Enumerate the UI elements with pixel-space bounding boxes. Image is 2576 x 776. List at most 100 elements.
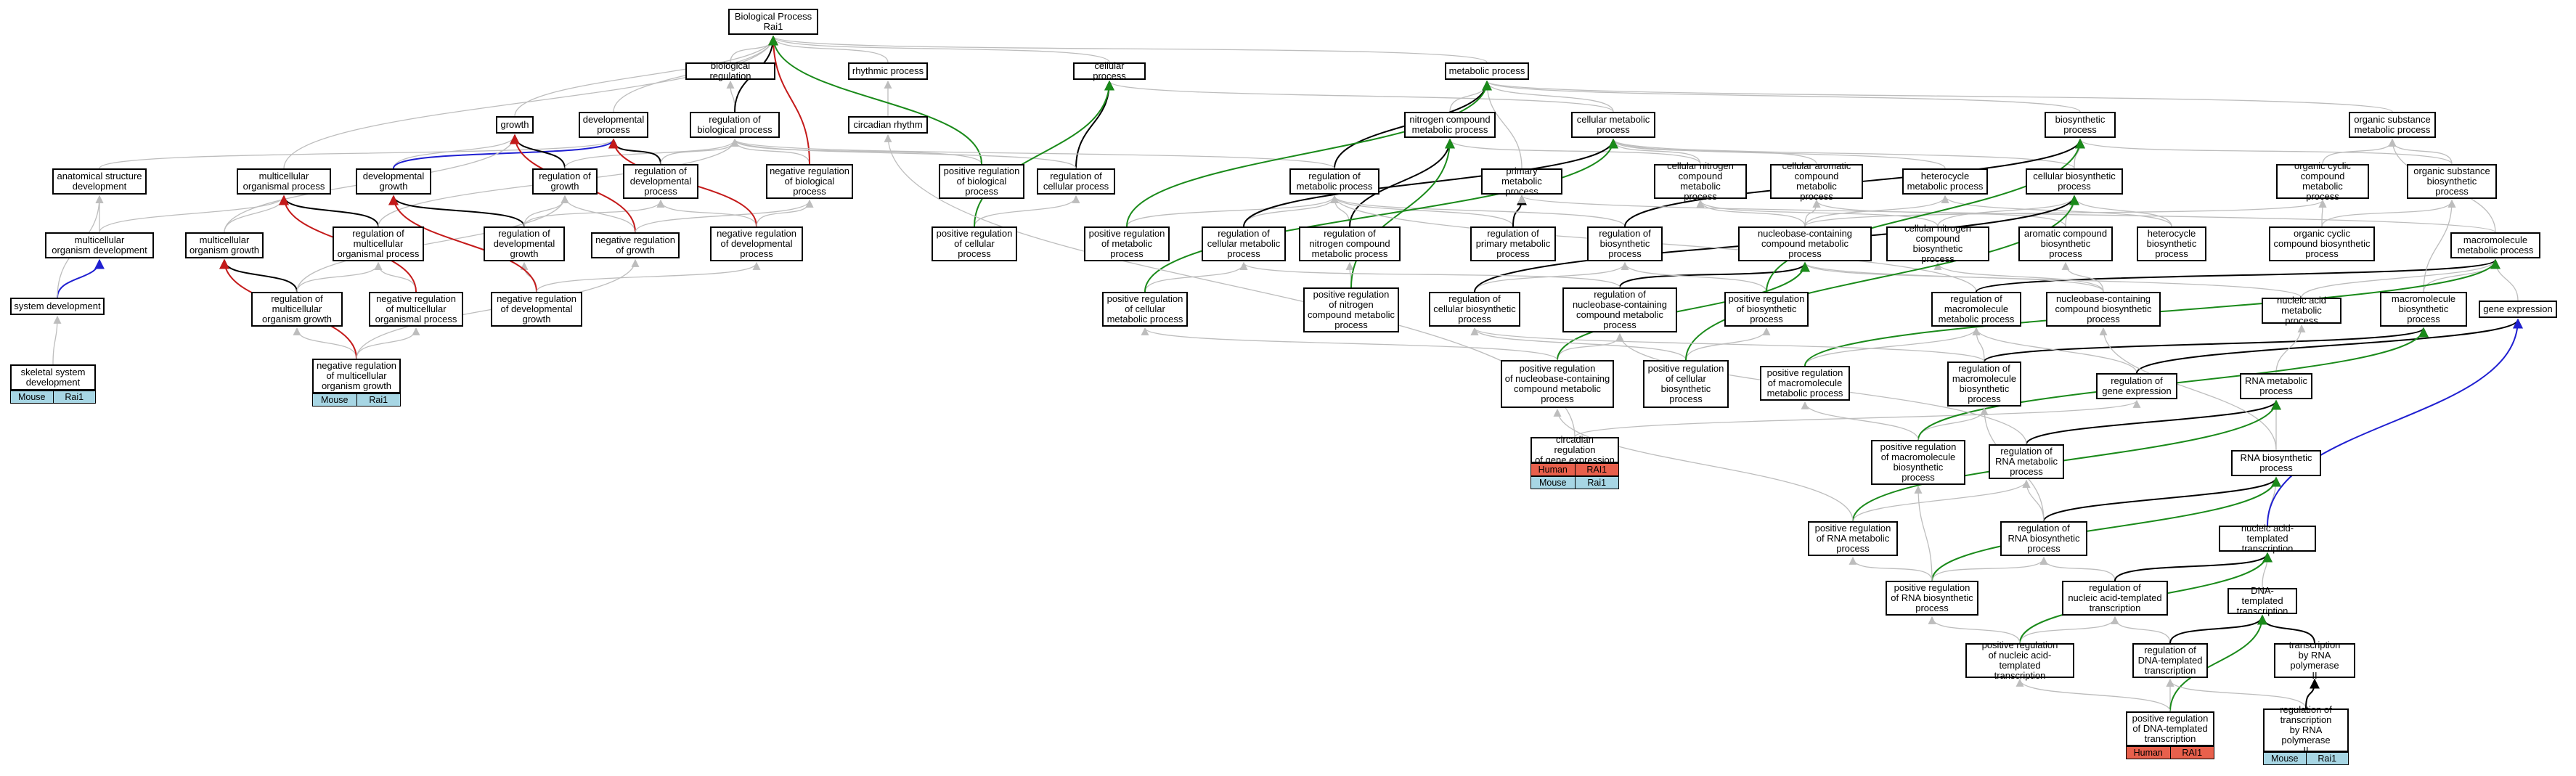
go-term-posregbiosyn[interactable]: positive regulation of biosynthetic proc… [1724, 292, 1809, 327]
go-term-rnametab[interactable]: RNA metabolic process [2240, 373, 2312, 399]
go-term-macrobio[interactable]: macromolecule biosynthetic process [2380, 292, 2467, 327]
go-term-macromp[interactable]: macromolecule metabolic process [2450, 232, 2540, 258]
go-term-multigrowth[interactable]: multicellular organism growth [185, 232, 264, 258]
go-term-dnatx[interactable]: DNA-templated transcription [2227, 586, 2297, 616]
go-term-nucbcmp[interactable]: nucleobase-containing compound metabolic… [1738, 226, 1872, 261]
go-term-posregcp[interactable]: positive regulation of cellular process [932, 226, 1017, 261]
go-term-nucacid[interactable]: nucleic acid metabolic process [2262, 295, 2341, 326]
go-term-posregbp[interactable]: positive regulation of biological proces… [939, 164, 1024, 199]
edge-nucbcmp-to-orgcyc [1804, 199, 2327, 227]
go-term-multidev[interactable]: multicellular organism development [45, 232, 154, 258]
go-term-regprimmetab[interactable]: regulation of primary metabolic process [1470, 226, 1556, 261]
go-term-cellncmp[interactable]: cellular nitrogen compound metabolic pro… [1654, 161, 1747, 202]
edge-orgcycbio-to-orgsubbio [2321, 199, 2456, 227]
go-term-posregmacrobio[interactable]: positive regulation of macromolecule bio… [1871, 440, 1965, 485]
go-term-skeletal[interactable]: skeletal system development [10, 364, 96, 391]
go-term-regmacromp[interactable]: regulation of macromolecule metabolic pr… [1931, 292, 2021, 327]
edge-metab-to-bp [769, 35, 1488, 63]
go-term-regnucbcmp[interactable]: regulation of nucleobase-containing comp… [1562, 287, 1677, 332]
go-term-geneexp[interactable]: gene expression [2479, 301, 2557, 318]
go-term-posregmetab[interactable]: positive regulation of metabolic process [1084, 226, 1170, 261]
go-term-sysdev[interactable]: system development [10, 298, 105, 315]
go-term-posregncmp[interactable]: positive regulation of nitrogen compound… [1303, 287, 1399, 332]
go-term-regncmp[interactable]: regulation of nitrogen compound metaboli… [1299, 226, 1401, 261]
go-term-regmetab[interactable]: regulation of metabolic process [1289, 168, 1379, 195]
edge-regrnametab-to-rnametab [2026, 399, 2281, 445]
go-term-regbp[interactable]: regulation of biological process [690, 112, 780, 138]
go-term-metab[interactable]: metabolic process [1445, 62, 1529, 80]
go-term-posregcellbiosyn[interactable]: positive regulation of cellular biosynth… [1643, 360, 1729, 408]
edge-regncmp-to-ncmp [1349, 138, 1455, 227]
go-term-neggrowth[interactable]: negative regulation of growth [591, 232, 680, 258]
go-term-cellarom[interactable]: cellular aromatic compound metabolic pro… [1770, 161, 1863, 202]
go-term-reggrowth[interactable]: regulation of growth [532, 168, 598, 195]
edge-geneexp-to-macromp [2491, 258, 2519, 301]
go-term-regcellmetab[interactable]: regulation of cellular metabolic process [1202, 226, 1286, 261]
go-term-cellbiosyn[interactable]: cellular biosynthetic process [2026, 168, 2123, 195]
go-term-posregnucbcmp[interactable]: positive regulation of nucleobase-contai… [1501, 360, 1614, 408]
edge-primmetab-to-metab [1483, 80, 1523, 169]
edge-reggeneexp-to-regmacromp [1972, 327, 2137, 374]
go-term-regmultiproc[interactable]: regulation of multicellular organismal p… [333, 226, 424, 261]
go-term-negregmultigrowth[interactable]: negative regulation of multicellular org… [312, 359, 401, 393]
go-term-regtxrnapol[interactable]: regulation of transcription by RNA polym… [2263, 705, 2349, 756]
go-term-aromcbio[interactable]: aromatic compound biosynthetic process [2018, 226, 2113, 261]
go-term-primmetab[interactable]: primary metabolic process [1481, 166, 1562, 197]
go-term-txrnapol[interactable]: transcription by RNA polymerase II [2274, 640, 2355, 681]
go-term-posregnucacidtx[interactable]: positive regulation of nucleic acid-temp… [1965, 640, 2074, 681]
go-term-circrhythm[interactable]: circadian rhythm [848, 116, 928, 134]
go-term-devproc[interactable]: developmental process [579, 112, 648, 138]
go-term-regmultigrowth[interactable]: regulation of multicellular organism gro… [251, 292, 343, 327]
go-term-negregbp[interactable]: negative regulation of biological proces… [766, 164, 853, 199]
go-term-regdevgrowth[interactable]: regulation of developmental growth [484, 226, 565, 261]
go-term-negregdevgrowth[interactable]: negative regulation of developmental gro… [491, 292, 582, 327]
edge-posregrnametab-to-rnametab [1852, 399, 2281, 522]
edge-orgsub-to-metab [1483, 80, 2393, 113]
go-term-devgrowth[interactable]: developmental growth [356, 168, 431, 195]
go-term-biolreg[interactable]: biological regulation [685, 61, 775, 81]
go-term-nucbcbio[interactable]: nucleobase-containing compound biosynthe… [2046, 292, 2161, 327]
go-term-regdnatx[interactable]: regulation of DNA-templated transcriptio… [2132, 643, 2208, 678]
go-term-posregcellmetab[interactable]: positive regulation of cellular metaboli… [1102, 292, 1188, 327]
go-term-orgsub[interactable]: organic substance metabolic process [2349, 112, 2436, 138]
go-term-rnabiosyn[interactable]: RNA biosynthetic process [2231, 450, 2321, 476]
go-term-posregrnabio[interactable]: positive regulation of RNA biosynthetic … [1886, 581, 1978, 616]
go-term-circreggene[interactable]: circadian regulation of gene expression [1530, 435, 1619, 465]
go-term-biosyn[interactable]: biosynthetic process [2045, 112, 2116, 138]
go-term-ncmp[interactable]: nitrogen compound metabolic process [1404, 112, 1496, 138]
edge-posregcellbiosyn-to-cellbiosyn [1685, 195, 2079, 361]
go-term-cellmetab[interactable]: cellular metabolic process [1571, 112, 1655, 138]
go-term-anat[interactable]: anatomical structure development [52, 168, 147, 195]
go-term-hetbio[interactable]: heterocycle biosynthetic process [2137, 226, 2206, 261]
go-term-regcp[interactable]: regulation of cellular process [1037, 168, 1115, 195]
go-term-growth[interactable]: growth [496, 116, 534, 134]
go-term-reggeneexp[interactable]: regulation of gene expression [2096, 373, 2177, 399]
go-term-regbiosyn[interactable]: regulation of biosynthetic process [1587, 226, 1663, 261]
go-term-rhythmic[interactable]: rhythmic process [848, 62, 928, 80]
go-term-orgcycbio[interactable]: organic cyclic compound biosynthetic pro… [2269, 226, 2375, 261]
go-term-multiproc[interactable]: multicellular organismal process [237, 168, 331, 195]
go-term-regrnabio[interactable]: regulation of RNA biosynthetic process [2000, 521, 2087, 556]
go-term-regnucacidtx[interactable]: regulation of nucleic acid-templated tra… [2062, 581, 2168, 616]
go-term-posregrnametab[interactable]: positive regulation of RNA metabolic pro… [1808, 521, 1898, 556]
go-term-cellncbio[interactable]: cellular nitrogen compound biosynthetic … [1886, 224, 1989, 264]
go-term-posregmacromp[interactable]: positive regulation of macromolecule met… [1760, 366, 1850, 401]
go-term-hetmetab[interactable]: heterocycle metabolic process [1902, 168, 1988, 195]
go-term-negregdev[interactable]: negative regulation of developmental pro… [710, 226, 803, 261]
go-term-nucacidtx[interactable]: nucleic acid-templated transcription [2219, 523, 2316, 554]
go-term-orgcyc[interactable]: organic cyclic compound metabolic proces… [2276, 161, 2369, 202]
go-term-regrnametab[interactable]: regulation of RNA metabolic process [1989, 444, 2064, 479]
edge-nucbcmp-to-cellncmp [1696, 199, 1806, 227]
go-term-regdev[interactable]: regulation of developmental process [623, 164, 698, 199]
edge-posregmetab-to-metab [1126, 80, 1492, 227]
go-term-cellproc[interactable]: cellular process [1073, 61, 1146, 81]
edge-neggrowth-to-negregbp [635, 199, 814, 233]
go-term-orgsubbio[interactable]: organic substance biosynthetic process [2407, 164, 2497, 199]
mouse-species-tag: Rai1 [356, 394, 400, 406]
go-term-bp[interactable]: Biological Process Rai1 [728, 9, 818, 35]
go-term-regcellbiosyn[interactable]: regulation of cellular biosynthetic proc… [1429, 292, 1520, 327]
go-term-posregdnatx[interactable]: positive regulation of DNA-templated tra… [2126, 711, 2214, 746]
go-term-regmacrobio[interactable]: regulation of macromolecule biosynthetic… [1947, 362, 2021, 407]
go-term-negregmultiproc[interactable]: negative regulation of multicellular org… [369, 292, 463, 327]
